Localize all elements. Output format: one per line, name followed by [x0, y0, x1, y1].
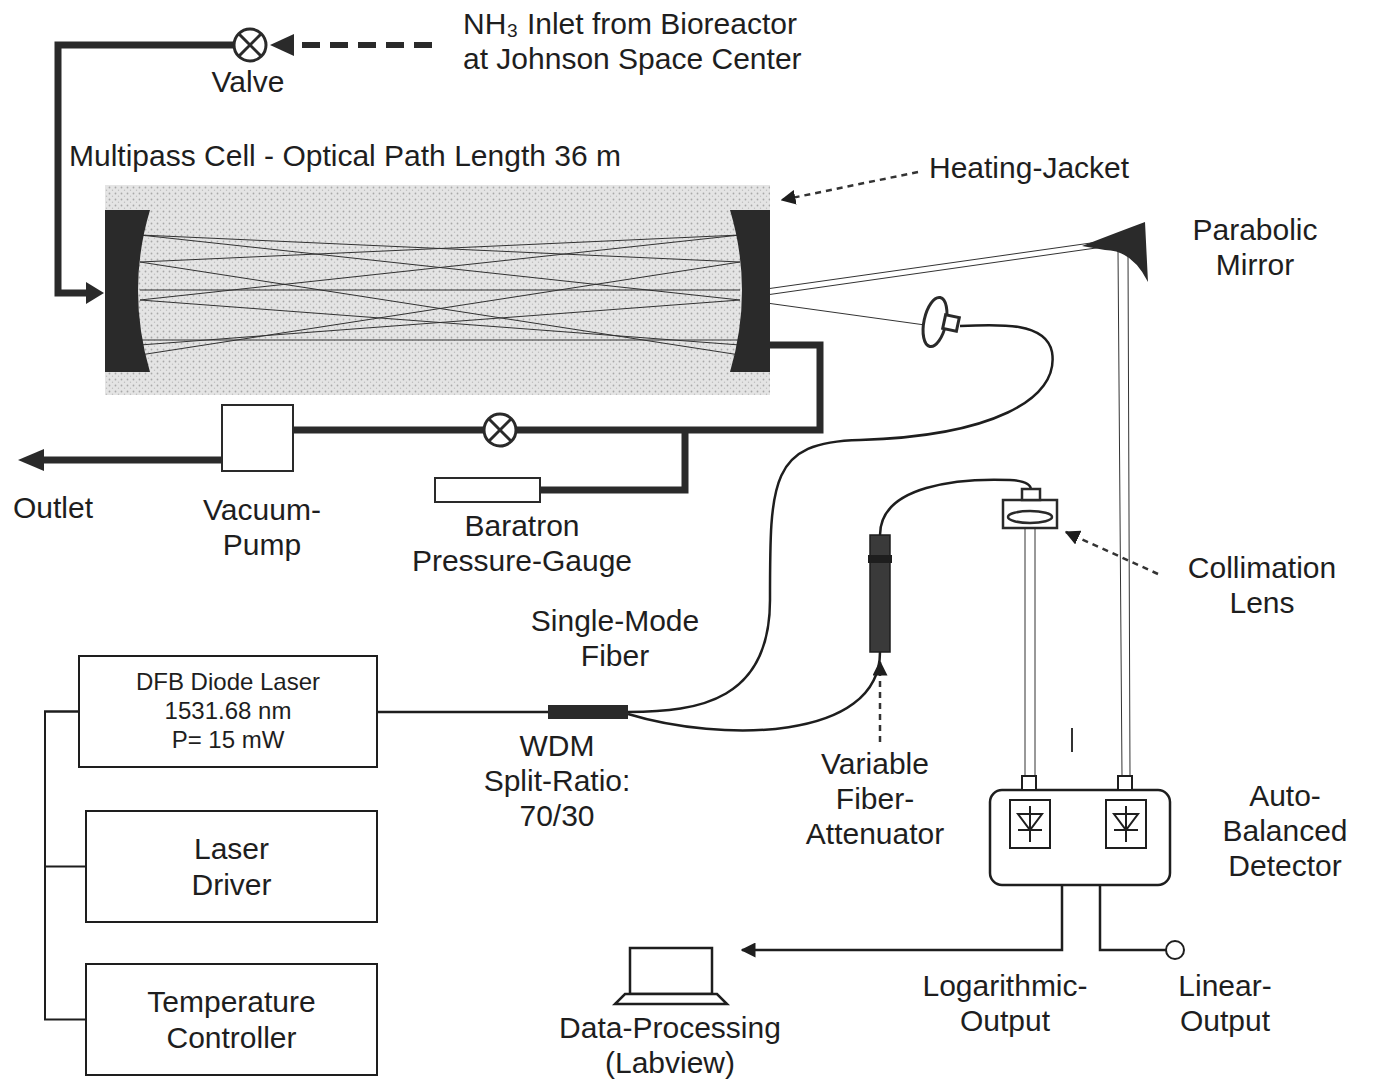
part-label: Collimation Lens	[1185, 550, 1340, 620]
device-box: DFB Diode Laser1531.68 nmP= 15 mW	[78, 655, 378, 768]
part-label: WDM Split-Ratio: 70/30	[481, 728, 634, 833]
leader-arrow	[879, 662, 882, 742]
part-label: NH₃ Inlet from Bioreactor at Johnson Spa…	[462, 6, 807, 76]
fiber-attenuator	[870, 535, 890, 652]
part-label: Multipass Cell - Optical Path Length 36 …	[68, 138, 622, 173]
cell-mirror	[730, 210, 770, 372]
output-terminal	[1166, 941, 1184, 959]
pressure-gauge-box	[435, 478, 540, 502]
fiber-attenuator-band	[868, 555, 892, 563]
part-label: Valve	[211, 64, 286, 99]
laptop-icon	[615, 948, 727, 1004]
part-label: Vacuum-Pump	[200, 492, 324, 562]
box-text: DFB Diode Laser	[136, 668, 320, 697]
inlet-dashed-arrow	[290, 42, 432, 48]
cell-mirror	[105, 210, 150, 372]
box-text: Temperature Controller	[145, 984, 318, 1054]
photodiode	[1010, 776, 1146, 848]
part-label: Outlet	[12, 490, 94, 525]
fiber-collimator	[919, 295, 959, 348]
device-box: Temperature Controller	[85, 963, 378, 1076]
leader-arrow	[1066, 532, 1158, 574]
box-text: Laser Driver	[190, 831, 274, 901]
wdm-coupler	[548, 705, 628, 719]
gas-lines	[40, 45, 820, 490]
heating-jacket	[105, 185, 770, 395]
device-box: Laser Driver	[85, 810, 378, 923]
part-label: Heating-Jacket	[928, 150, 1130, 185]
part-label: Linear-Output	[1175, 968, 1275, 1038]
part-label: Baratron Pressure-Gauge	[409, 508, 636, 578]
collimation-lens	[1003, 489, 1057, 528]
inlet-dashed-arrowhead	[270, 34, 294, 56]
valve-symbol	[484, 414, 516, 446]
valve-symbol	[234, 29, 266, 61]
balanced-detector	[990, 790, 1170, 885]
inlet-arrowhead	[86, 282, 104, 304]
box-text: 1531.68 nm	[165, 697, 292, 726]
leader-arrow	[782, 172, 918, 200]
outlet-arrowhead	[18, 449, 44, 471]
part-label: Single-Mode Fiber	[528, 603, 703, 673]
parabolic-mirror	[1082, 222, 1148, 282]
tick-mark	[1071, 728, 1073, 752]
part-label: Parabolic Mirror	[1189, 212, 1321, 282]
vacuum-pump-box	[222, 405, 293, 471]
part-label: Auto-Balanced Detector	[1219, 778, 1351, 883]
part-label: Variable Fiber-Attenuator	[803, 746, 948, 851]
part-label: Data-Processing (Labview)	[556, 1010, 784, 1080]
box-text: P= 15 mW	[172, 726, 285, 755]
output-wires	[742, 885, 1166, 950]
part-label: Logarithmic-Output	[919, 968, 1091, 1038]
optical-fiber	[378, 325, 1053, 730]
